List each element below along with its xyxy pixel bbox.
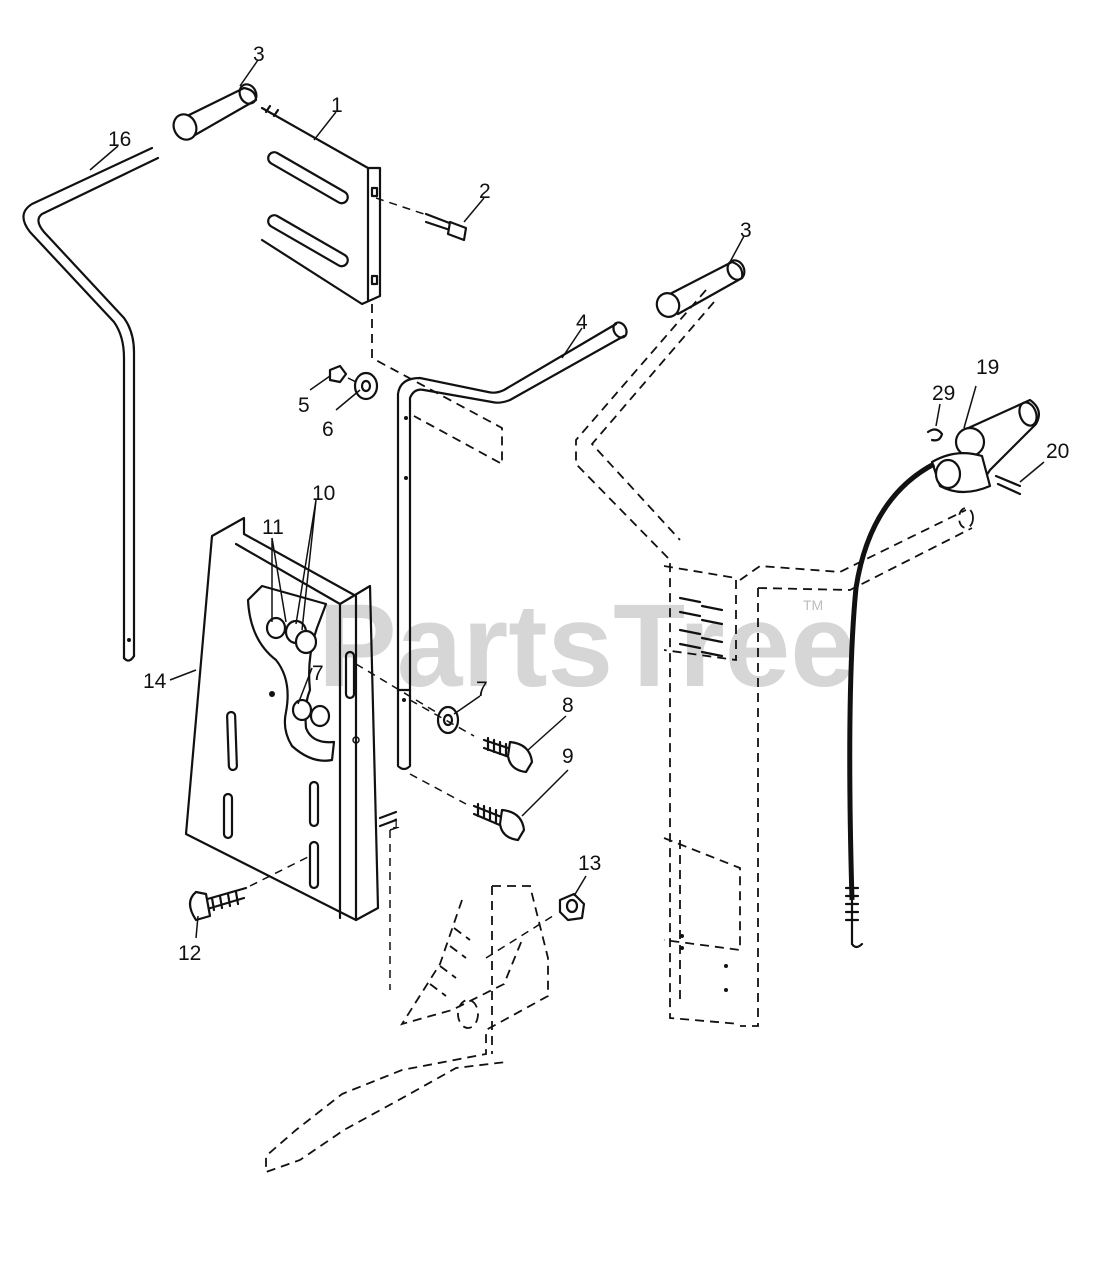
control-bracket (184, 516, 403, 990)
callout-1a: 1 (331, 94, 343, 117)
bolt-9 (472, 802, 526, 842)
hidden-line-7 (355, 663, 437, 713)
hidden-line-9 (409, 773, 467, 805)
handle-bar-left (22, 146, 160, 662)
callout-2: 2 (479, 180, 491, 203)
callout-3a: 3 (253, 43, 265, 66)
washer-6 (353, 371, 379, 401)
mounting-plate (260, 104, 382, 306)
washers-10-11 (265, 616, 331, 728)
washer-7 (436, 705, 460, 735)
nut-12 (558, 892, 586, 922)
pin-20 (994, 474, 1022, 496)
hidden-line-8 (409, 699, 475, 737)
callout-3b: 3 (740, 219, 752, 242)
hidden-lower-bracket (265, 885, 549, 1174)
callout-20: 20 (1046, 440, 1069, 463)
control-lever (930, 398, 1041, 494)
control-cable (844, 461, 936, 949)
grip-left (172, 83, 258, 141)
callout-1b: 1 (392, 815, 400, 831)
callout-10: 10 (312, 482, 335, 505)
callout-14: 14 (143, 670, 167, 693)
callout-5: 5 (298, 394, 310, 417)
callout-labels: 3 1 16 2 3 4 19 29 5 6 20 10 11 7 14 7 8… (108, 43, 1069, 965)
callout-9: 9 (562, 745, 574, 768)
callout-29: 29 (932, 382, 955, 405)
carriage-bolt-13 (188, 886, 248, 922)
callout-19: 19 (976, 356, 999, 379)
callout-13: 12 (178, 942, 201, 965)
hidden-frame (575, 289, 974, 1027)
callout-7b: 7 (476, 678, 488, 701)
grip-right (655, 259, 746, 318)
callout-16: 16 (108, 128, 131, 151)
clip-29 (926, 428, 944, 442)
bolt-2 (375, 197, 468, 242)
callout-7a: 7 (312, 662, 324, 685)
hidden-line-13 (249, 855, 311, 887)
callout-12: 13 (578, 852, 601, 875)
hidden-line-plate (371, 304, 503, 466)
hidden-line-5-6 (347, 377, 357, 383)
callout-8: 8 (562, 694, 574, 717)
leader-lines (89, 59, 1045, 939)
callout-4: 4 (576, 311, 588, 334)
bolt-8 (482, 736, 534, 774)
callout-11: 11 (262, 516, 284, 539)
callout-6: 6 (322, 418, 334, 441)
handle-bar-right (396, 321, 628, 771)
watermark-trademark: TM (803, 597, 823, 613)
nut-5 (328, 364, 348, 384)
